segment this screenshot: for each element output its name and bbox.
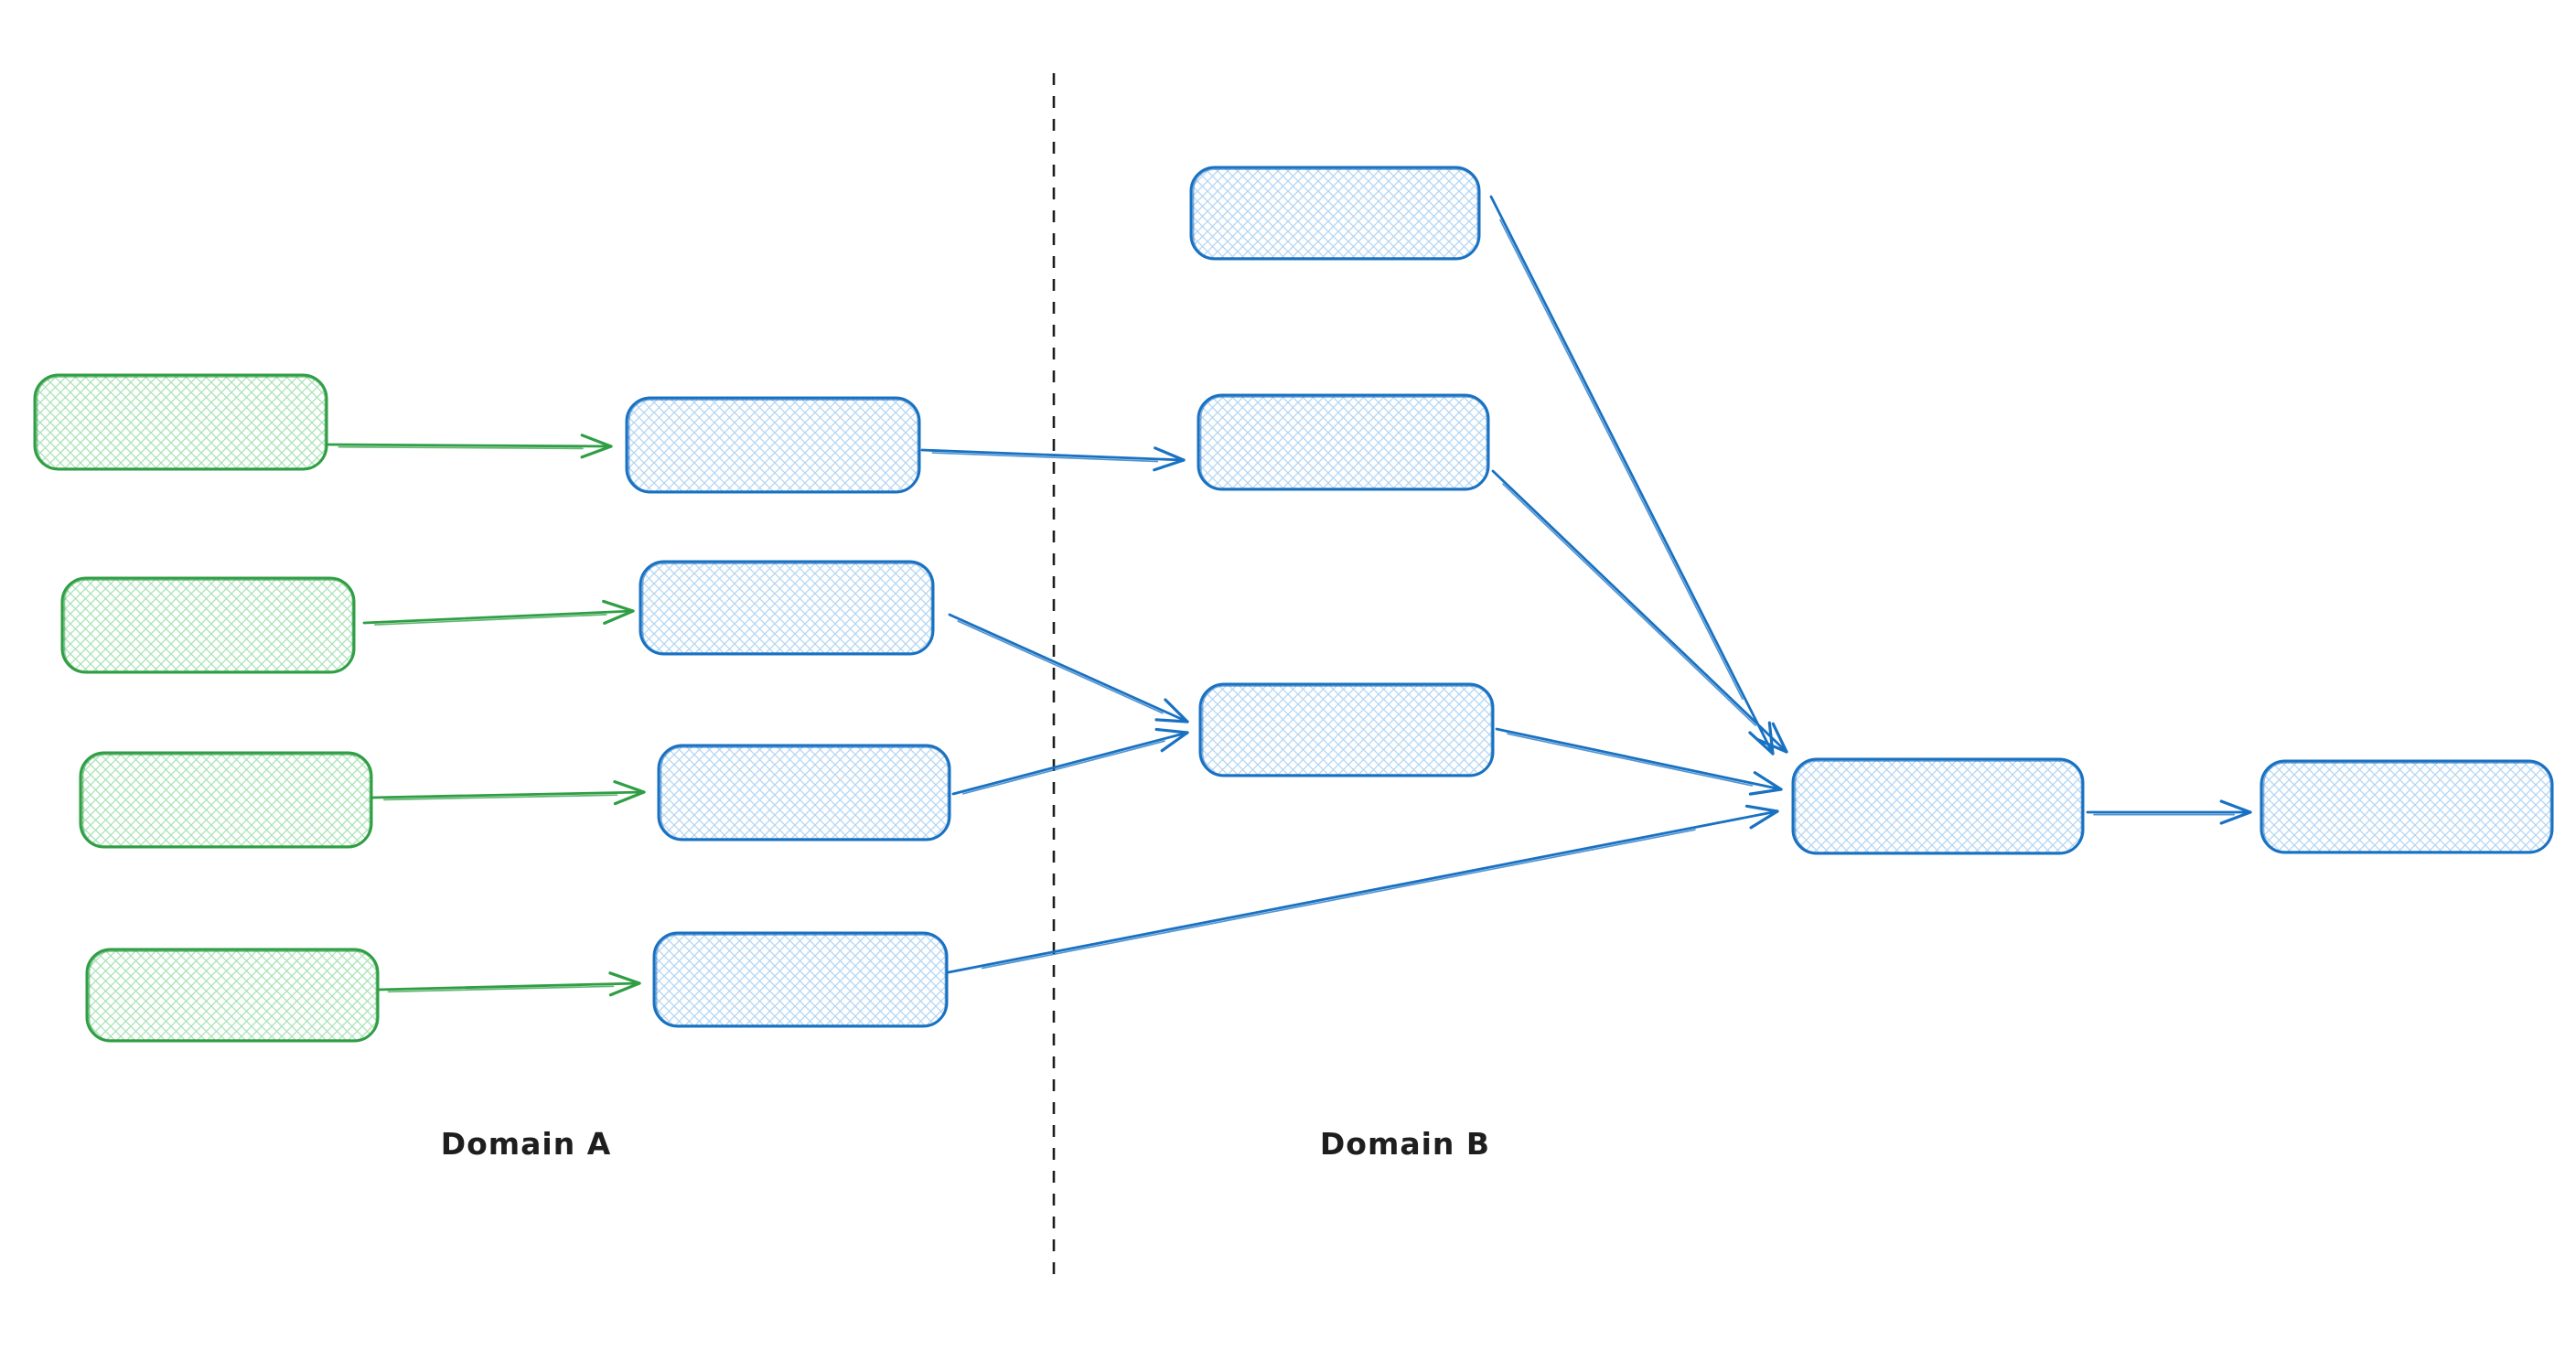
green-source-box-2[interactable]	[60, 576, 356, 674]
arrow-a4-to-b4[interactable]	[376, 971, 641, 997]
nodes-layer	[33, 166, 2554, 1043]
arrow-b2-to-t3[interactable]	[948, 613, 1189, 724]
arrow-merge-to-output[interactable]	[2086, 799, 2252, 825]
green-source-box-4[interactable]	[85, 948, 380, 1043]
domain-b-box-upper[interactable]	[1197, 393, 1490, 491]
arrow-t3-to-merge[interactable]	[1495, 727, 1783, 796]
arrow-a2-to-b2[interactable]	[362, 599, 635, 626]
domain-a-blue-box-3[interactable]	[657, 744, 951, 841]
arrow-t1-to-merge[interactable]	[1489, 195, 1775, 756]
domain-a-blue-box-2[interactable]	[639, 560, 935, 656]
green-source-box-1[interactable]	[33, 373, 328, 471]
domain-a-blue-box-1[interactable]	[625, 396, 921, 494]
arrow-a3-to-b3[interactable]	[371, 780, 646, 806]
arrow-b4-to-merge[interactable]	[947, 804, 1779, 974]
merge-box[interactable]	[1791, 757, 2085, 855]
arrow-t2-to-merge[interactable]	[1491, 469, 1788, 754]
domain-a-blue-box-4[interactable]	[652, 931, 949, 1028]
edges-layer	[326, 195, 2252, 997]
domain-b-label[interactable]: Domain B	[1320, 1126, 1490, 1162]
arrow-b3-to-t3[interactable]	[951, 727, 1189, 796]
domain-b-box-middle[interactable]	[1198, 682, 1495, 777]
arrow-b1-to-t2[interactable]	[920, 446, 1186, 472]
output-box[interactable]	[2259, 759, 2554, 854]
arrow-a1-to-b1[interactable]	[326, 434, 613, 459]
domain-a-label[interactable]: Domain A	[441, 1126, 612, 1162]
domain-b-box-top[interactable]	[1189, 166, 1481, 261]
green-source-box-3[interactable]	[79, 751, 373, 849]
